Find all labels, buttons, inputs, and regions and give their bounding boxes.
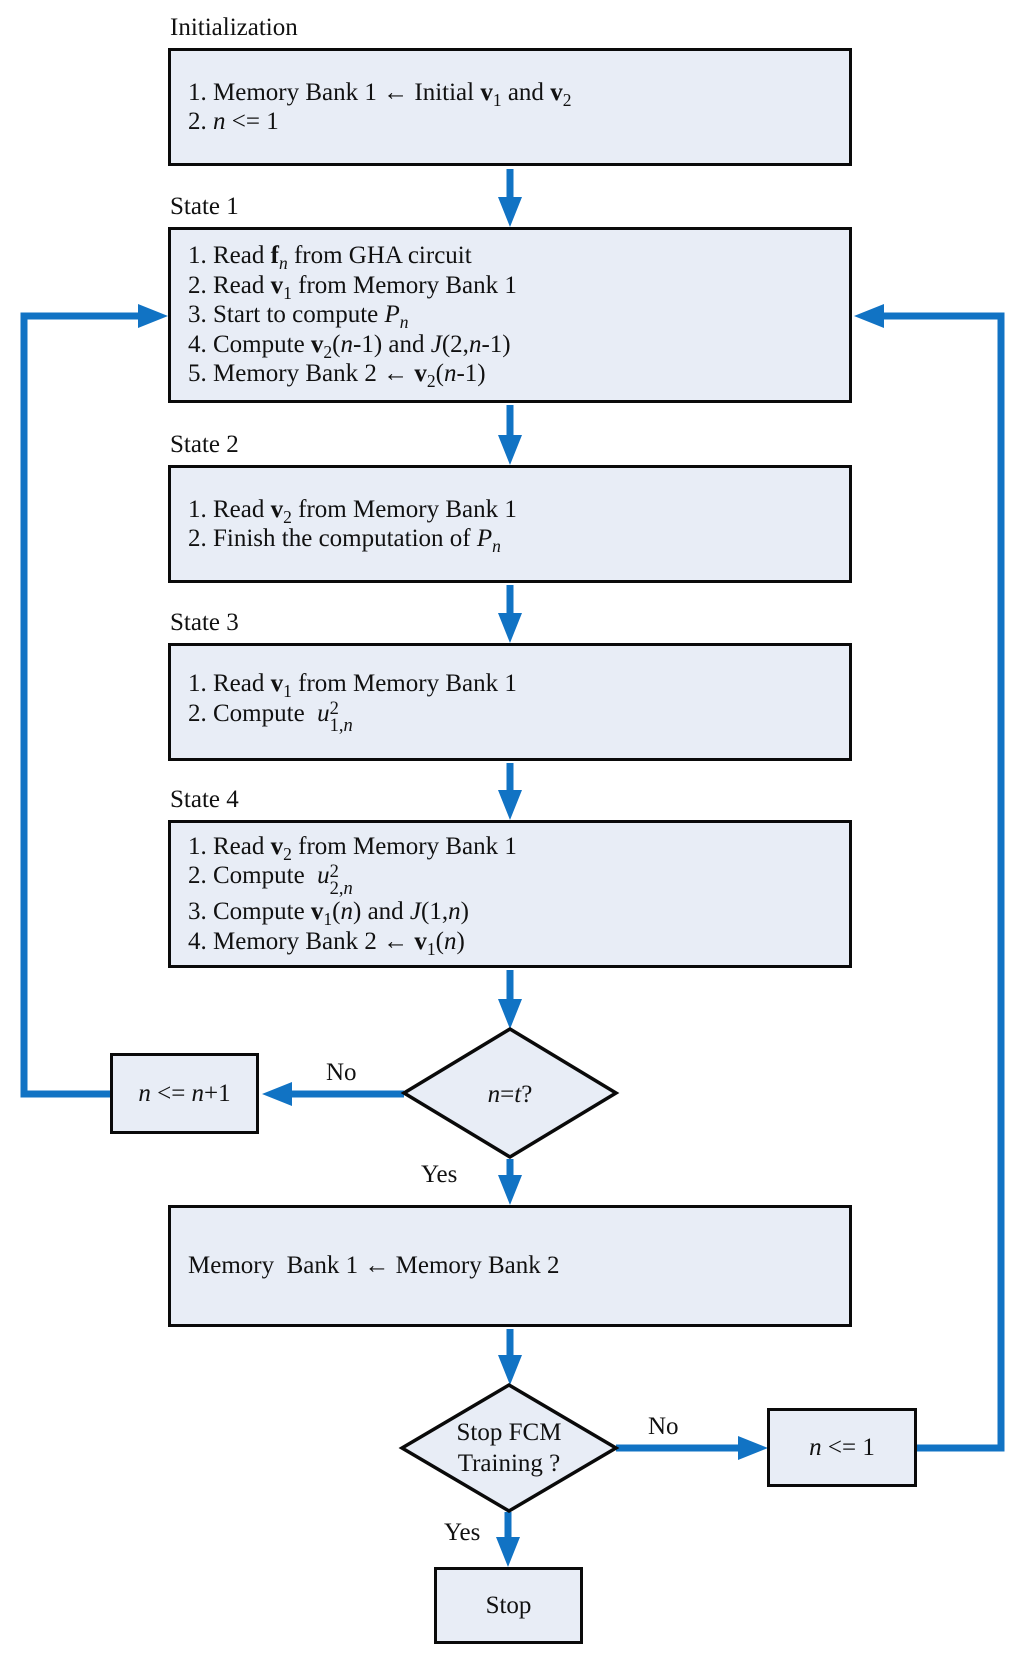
state2-step-1: 1. Read v2 from Memory Bank 1	[188, 495, 517, 527]
state4-step-1: 1. Read v2 from Memory Bank 1	[188, 832, 517, 864]
loop-reset-to-state1	[854, 304, 1005, 1452]
box-reset: n <= 1	[767, 1408, 917, 1487]
box-initialization: 1. Memory Bank 1 ← Initial v1 and v2 2. …	[168, 48, 852, 166]
decision-iteration-check: n = t ?	[487, 1080, 533, 1108]
increment-text: n <= n+1	[138, 1079, 231, 1107]
state4-step-3: 3. Compute v1(n) and J(1,n)	[188, 898, 469, 930]
loop-increment-to-state1	[20, 304, 168, 1098]
box-state2: 1. Read v2 from Memory Bank 1 2. Finish …	[168, 465, 852, 583]
label-initialization: Initialization	[170, 14, 298, 41]
box-increment: n <= n+1	[110, 1053, 259, 1134]
memory-transfer-text: Memory Bank 1 ← Memory Bank 2	[188, 1252, 560, 1280]
arrow-yes-to-memory-transfer	[498, 1159, 522, 1205]
arrow-state4-to-iteration-check	[498, 970, 522, 1029]
state1-step-3: 3. Start to compute Pn	[188, 301, 409, 333]
box-state1: 1. Read fn from GHA circuit 2. Read v1 f…	[168, 227, 852, 403]
state3-step-1: 1. Read v1 from Memory Bank 1	[188, 670, 517, 702]
init-step-2: 2. n <= 1	[188, 108, 279, 135]
diamond-iteration-check	[400, 1026, 620, 1160]
state1-step-2: 2. Read v1 from Memory Bank 1	[188, 271, 517, 303]
stop-text: Stop	[485, 1591, 532, 1619]
arrow-no-to-increment	[262, 1082, 404, 1106]
arrow-state2-to-state3	[498, 585, 522, 643]
label-state1: State 1	[170, 193, 239, 220]
state4-step-4: 4. Memory Bank 2 ← v1(n)	[188, 927, 465, 959]
branch-no-iteration: No	[326, 1059, 357, 1086]
state1-step-1: 1. Read fn from GHA circuit	[188, 242, 472, 274]
state1-step-4: 4. Compute v2(n-1) and J(2,n-1)	[188, 330, 511, 362]
box-memory-transfer: Memory Bank 1 ← Memory Bank 2	[168, 1205, 852, 1327]
arrow-no-to-reset	[616, 1436, 768, 1460]
branch-no-stop: No	[648, 1413, 679, 1440]
reset-text: n <= 1	[809, 1433, 875, 1461]
branch-yes-iteration: Yes	[421, 1161, 458, 1188]
branch-yes-stop: Yes	[444, 1519, 481, 1546]
label-state2: State 2	[170, 431, 239, 458]
arrow-state1-to-state2	[498, 405, 522, 465]
arrow-init-to-state1	[498, 169, 522, 227]
box-state3: 1. Read v1 from Memory Bank 1 2. Compute…	[168, 643, 852, 761]
label-state3: State 3	[170, 609, 239, 636]
state1-step-5: 5. Memory Bank 2 ← v2(n-1)	[188, 360, 486, 392]
arrow-memory-transfer-to-stop-check	[498, 1329, 522, 1385]
label-state4: State 4	[170, 786, 239, 813]
arrow-yes-to-stop	[496, 1512, 520, 1567]
init-step-1: 1. Memory Bank 1 ← Initial v1 and v2	[188, 78, 572, 110]
box-stop: Stop	[434, 1567, 583, 1644]
state2-step-2: 2. Finish the computation of Pn	[188, 525, 501, 556]
arrow-state3-to-state4	[498, 763, 522, 820]
box-state4: 1. Read v2 from Memory Bank 1 2. Compute…	[168, 820, 852, 968]
diamond-stop-check	[398, 1382, 620, 1514]
